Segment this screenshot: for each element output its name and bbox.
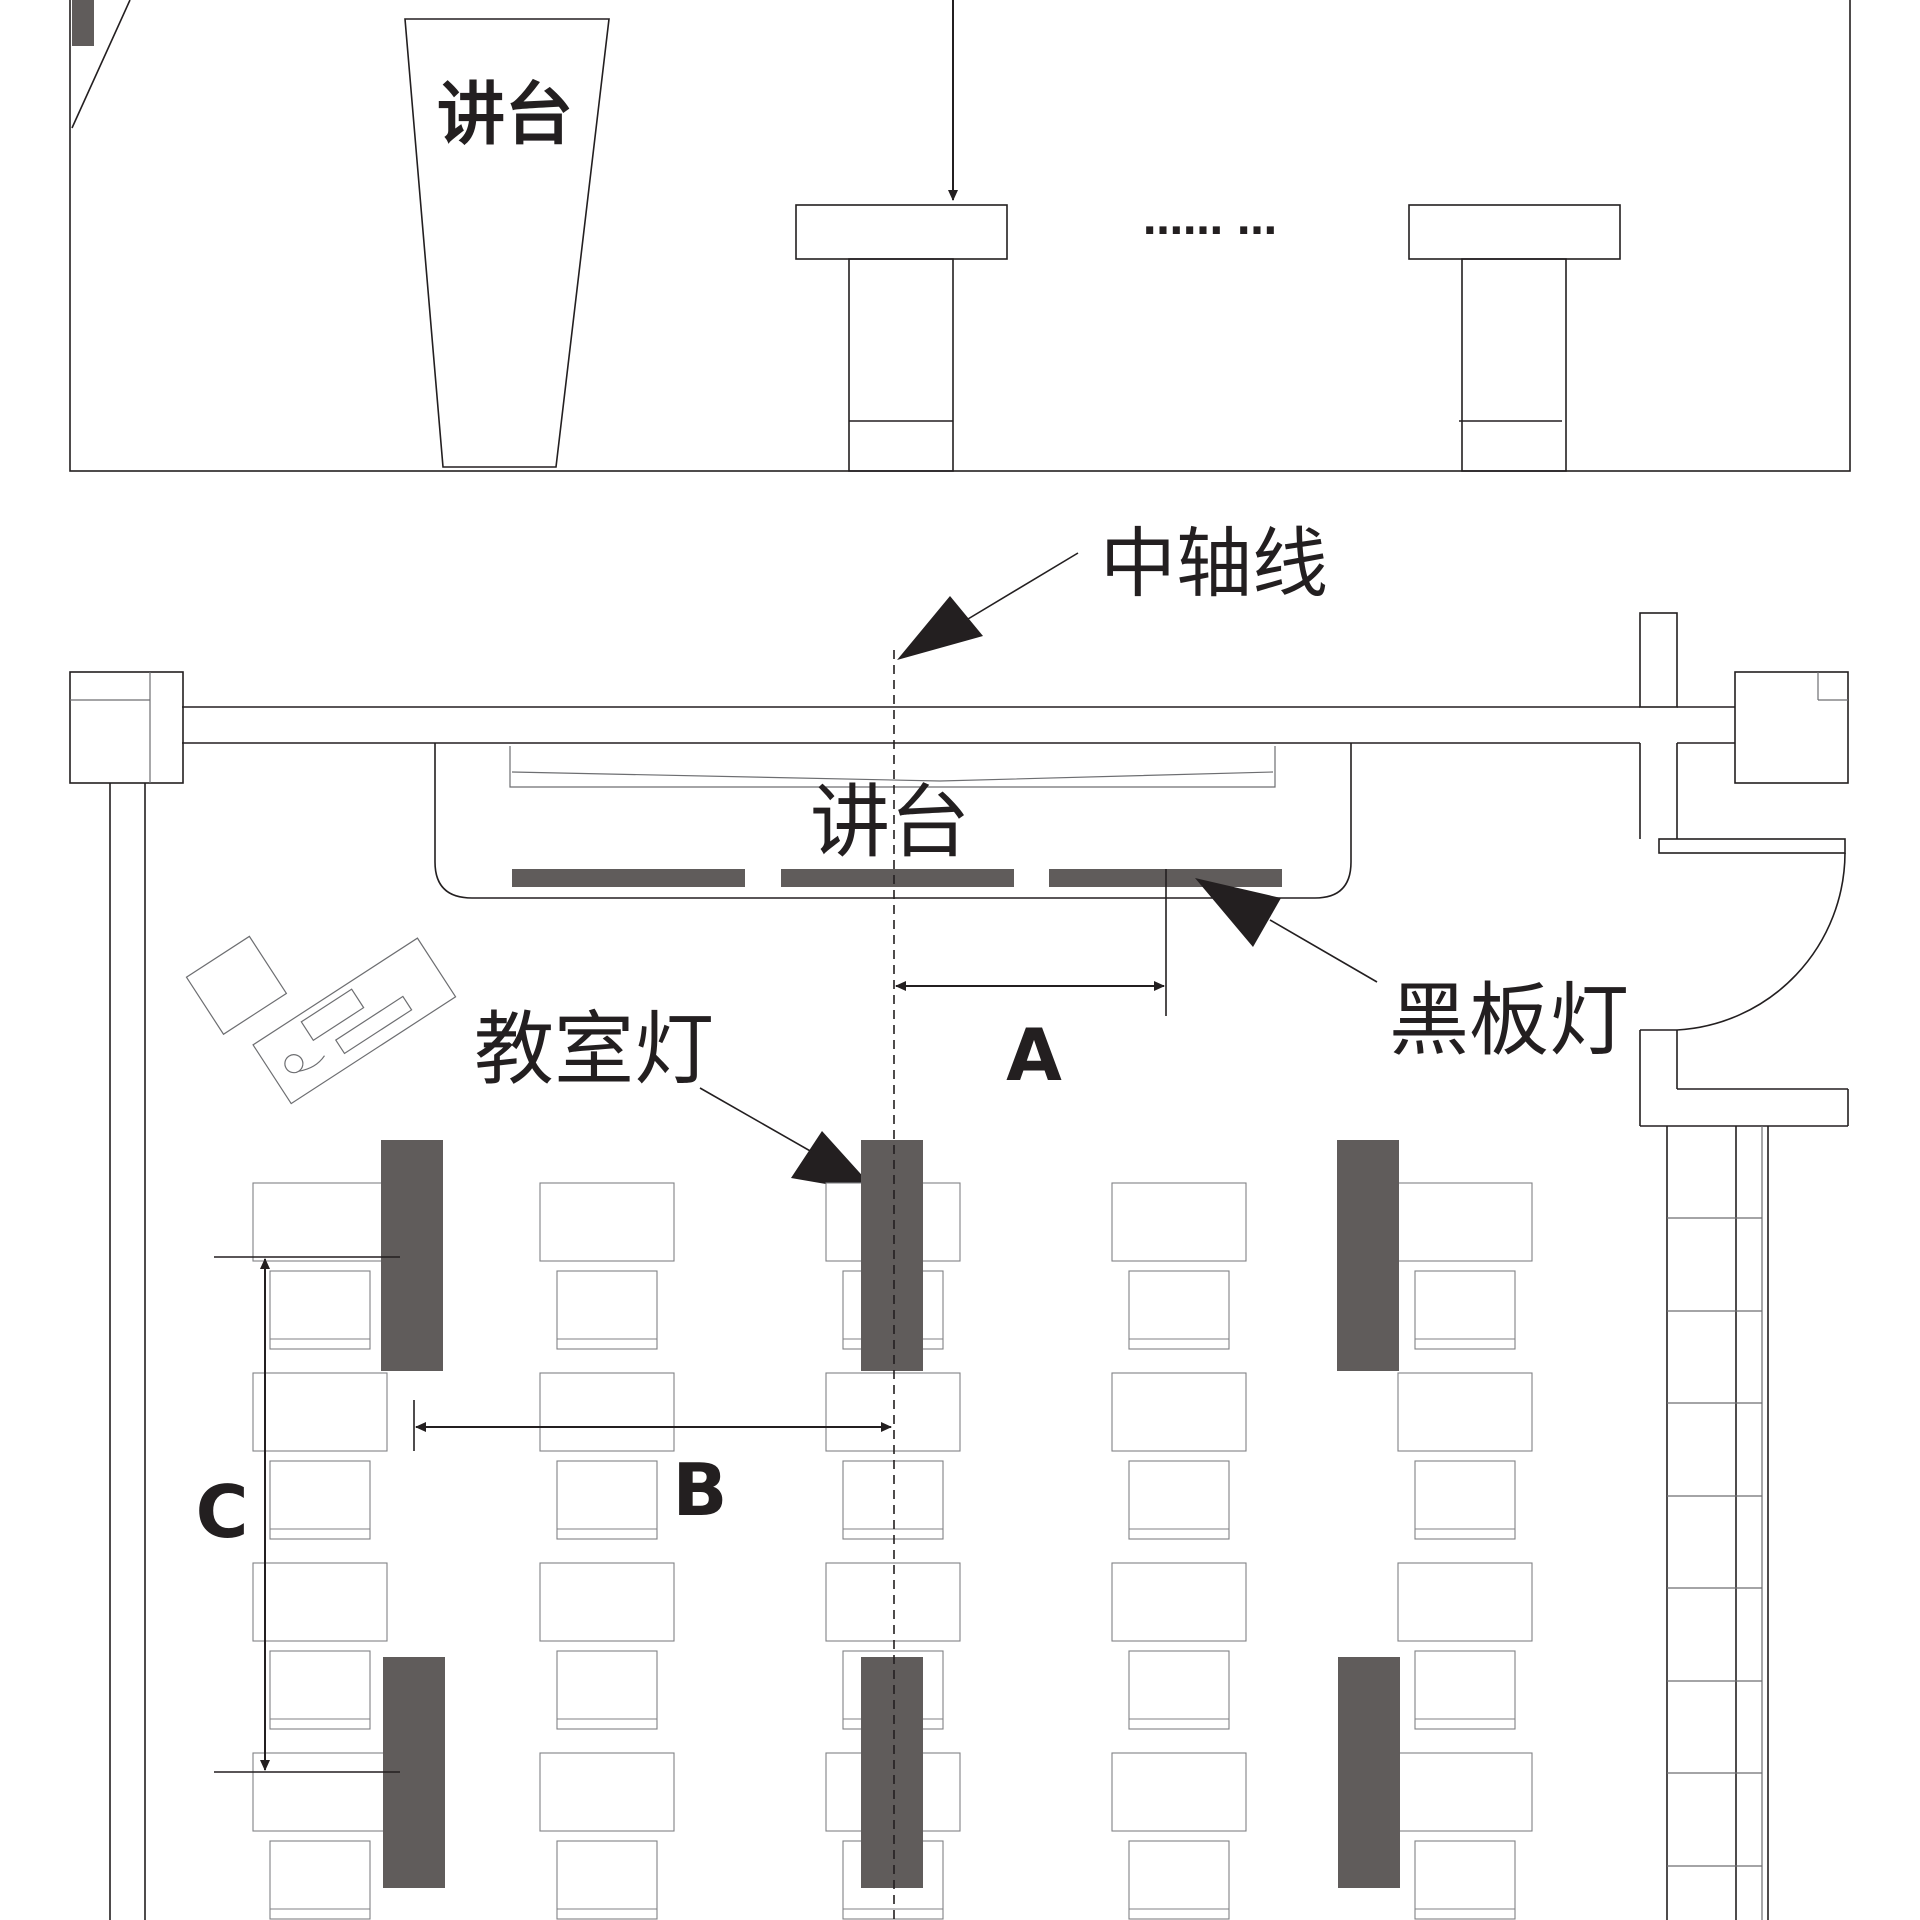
student-desk-set (1397, 1752, 1533, 1920)
dimension-a (895, 869, 1167, 1016)
student-desk-set (1111, 1752, 1247, 1920)
blackboard-light-2 (781, 869, 1014, 887)
classroom-light-r1c2 (861, 1140, 923, 1371)
plan-view: 中轴线 (69, 519, 1849, 1920)
student-desk-set (1397, 1372, 1533, 1540)
blackboard-light-label: 黑板灯 (1389, 974, 1629, 1067)
dimension-b-label: B (673, 1448, 728, 1532)
blackboard-light-arrowhead (1195, 878, 1281, 947)
window-wall (1666, 1126, 1769, 1920)
blackboard-light-leader (1269, 919, 1378, 983)
classroom-light-r2c3 (1338, 1657, 1400, 1888)
student-desk-set (539, 1372, 675, 1540)
student-desk-set (1111, 1562, 1247, 1730)
elevation-podium-label: 讲台 (437, 76, 573, 155)
elevation-light-fixture-1 (795, 204, 1008, 472)
blackboard-light-1 (512, 869, 745, 887)
student-desk-set (252, 1372, 388, 1540)
student-desk-set (252, 1562, 388, 1730)
elevation-podium (404, 18, 610, 468)
student-desk-set (1397, 1182, 1533, 1350)
dimension-a-label: A (1006, 1013, 1062, 1097)
classroom-light-r1c1 (381, 1140, 443, 1371)
student-desks (252, 1182, 1533, 1920)
student-desk-set (252, 1182, 388, 1350)
classroom-light-arrowhead (791, 1131, 878, 1193)
student-desk-set (539, 1562, 675, 1730)
student-desk-set (825, 1372, 961, 1540)
center-axis-label: 中轴线 (1100, 519, 1328, 608)
door (1639, 838, 1849, 1127)
student-desk-set (1397, 1562, 1533, 1730)
elevation-ellipsis: …… … (1143, 198, 1277, 244)
elevation-light-fixture-2 (1408, 204, 1621, 472)
classroom-light-label: 教室灯 (474, 1003, 714, 1096)
elevation-corner-fragment (71, 0, 131, 129)
dimension-c (214, 1256, 400, 1773)
elevation-frame (69, 0, 1851, 472)
center-axis-arrowhead (897, 596, 983, 660)
teacher-desk (185, 935, 457, 1105)
student-desk-set (252, 1752, 388, 1920)
student-desk-set (1111, 1182, 1247, 1350)
student-desk-set (539, 1752, 675, 1920)
student-desk-set (539, 1182, 675, 1350)
plan-podium-label: 讲台 (810, 776, 970, 869)
dimension-b (413, 1400, 892, 1451)
center-axis-leader (962, 552, 1079, 623)
blackboard (509, 746, 1276, 788)
classroom-light-r2c2 (861, 1657, 923, 1888)
column-right (1734, 671, 1849, 784)
dimension-c-label: C (196, 1470, 249, 1554)
left-wall (109, 783, 146, 1920)
elevation-view: 讲台 …… … (69, 0, 1851, 472)
student-desk-set (1111, 1372, 1247, 1540)
classroom-light-leader (699, 1087, 813, 1153)
front-wall (182, 612, 1735, 839)
column-left (69, 671, 184, 784)
classroom-light-r1c3 (1337, 1140, 1399, 1371)
